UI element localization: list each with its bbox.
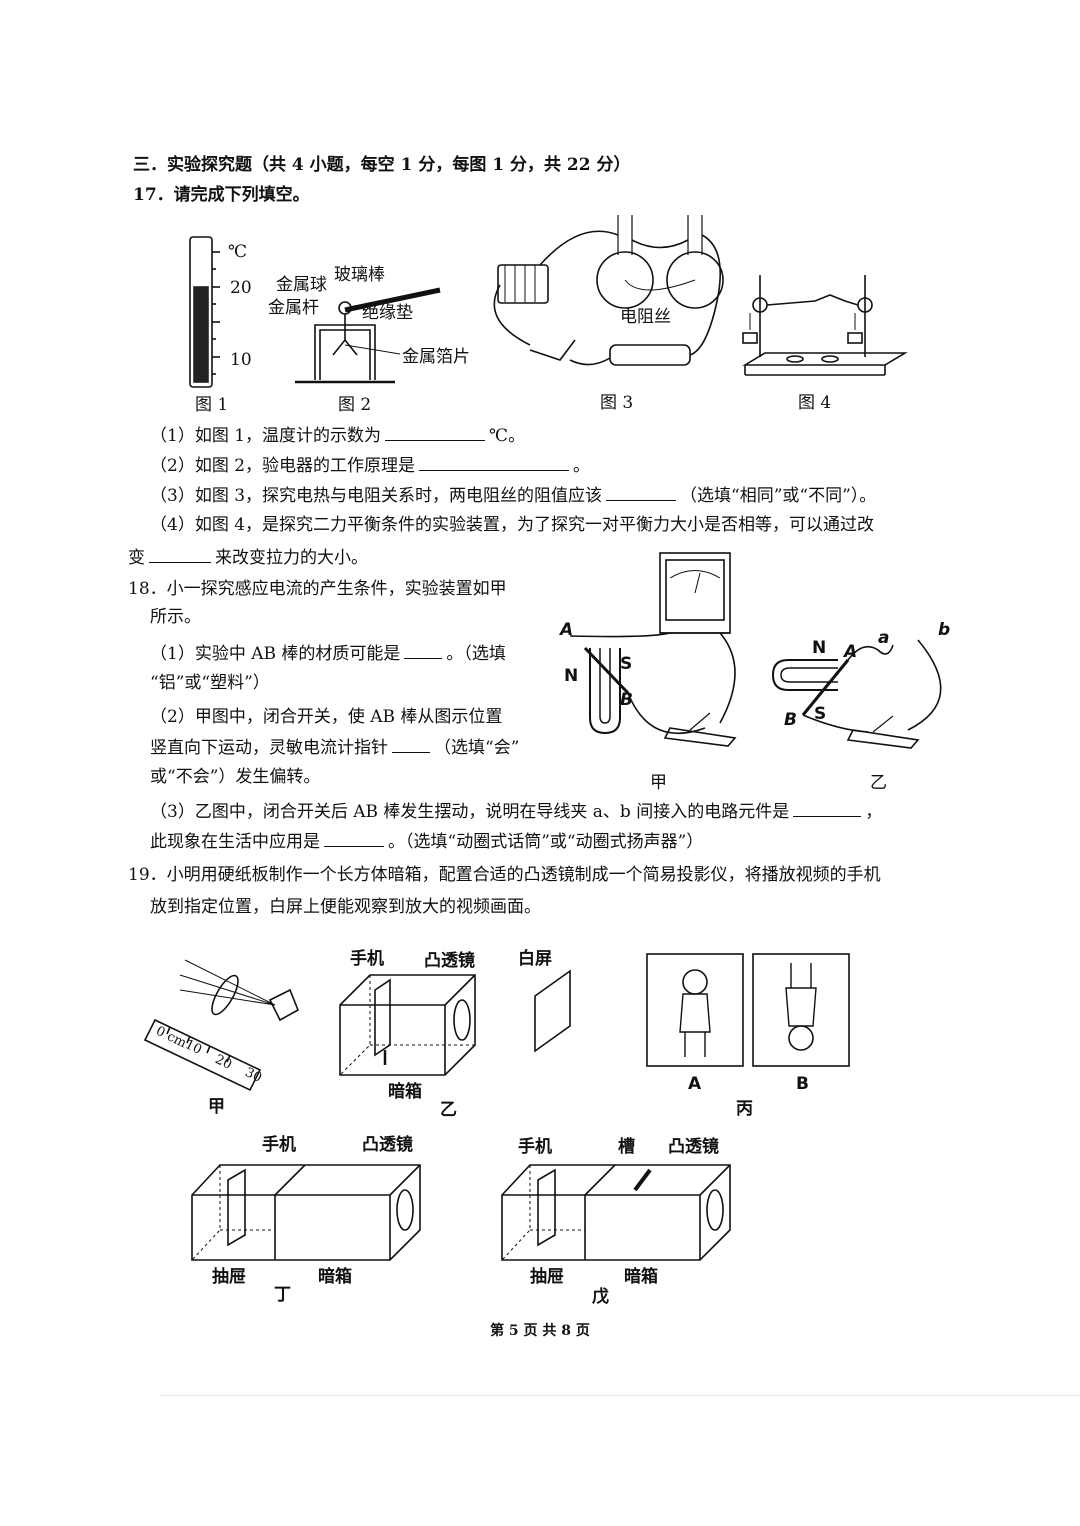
fig19-wu-slot: 槽	[618, 1137, 635, 1157]
fig19-wu-phone: 手机	[518, 1137, 552, 1157]
fig3-caption: 图 3	[600, 393, 634, 413]
fig18-jia-N: N	[564, 666, 579, 686]
answer-blank[interactable]	[149, 546, 211, 563]
fig2-label-rod: 金属杆	[268, 298, 319, 318]
q17-sub3: （3）如图 3，探究电热与电阻关系时，两电阻丝的阻值应该（选填“相同”或“不同”…	[150, 484, 877, 506]
fig18-yi-A: A	[844, 642, 858, 662]
fig18-yi-B: B	[784, 710, 797, 730]
q19-line2: 放到指定位置，白屏上便能观察到放大的视频画面。	[150, 897, 541, 917]
answer-blank[interactable]	[793, 800, 862, 817]
q18-line6: 竖直向下运动，灵敏电流计指针（选填“会”	[150, 736, 520, 758]
fig19-ding-box: 暗箱	[318, 1267, 352, 1287]
page-footer: 第 5 页 共 8 页	[490, 1323, 590, 1339]
q18-line4: “铝”或“塑料”）	[150, 673, 270, 693]
fig19-bing-B: B	[796, 1074, 809, 1094]
fig3-label-resistor: 电阻丝	[620, 307, 671, 327]
answer-blank[interactable]	[385, 424, 486, 441]
answer-blank[interactable]	[606, 484, 677, 501]
answer-blank[interactable]	[324, 830, 384, 847]
fig1-unit: ℃	[228, 242, 248, 262]
fig19-wu-lens: 凸透镜	[668, 1137, 719, 1157]
fig1-tick-20: 20	[230, 278, 252, 298]
fig18-jia-caption: 甲	[650, 773, 667, 793]
fig2-caption: 图 2	[338, 395, 372, 415]
fig19-wu-box: 暗箱	[624, 1267, 658, 1287]
fig19-ding-lens: 凸透镜	[362, 1135, 413, 1155]
fig2-label-foil: 金属箔片	[402, 347, 470, 367]
divider	[160, 1395, 1080, 1396]
q17-sub1: （1）如图 1，温度计的示数为℃。	[150, 424, 526, 446]
fig19-ding-caption: 丁	[274, 1285, 291, 1305]
q18-line3: （1）实验中 AB 棒的材质可能是。（选填	[150, 642, 506, 664]
fig19-yi-lens: 凸透镜	[424, 951, 475, 971]
fig19-yi-phone: 手机	[350, 949, 384, 969]
q18-line2: 所示。	[150, 607, 201, 627]
fig2-label-insulator: 绝缘垫	[362, 303, 413, 323]
fig18-yi-a: a	[878, 628, 890, 648]
answer-blank[interactable]	[404, 642, 443, 659]
fig18-jia-S: S	[620, 654, 633, 674]
answer-blank[interactable]	[392, 736, 430, 753]
fig18-jia-A: A	[560, 620, 574, 640]
fig19-wu-drawer: 抽屉	[530, 1267, 564, 1287]
q18-line1: 18．小一探究感应电流的产生条件，实验装置如甲	[128, 579, 507, 599]
section-title: 三．实验探究题（共 4 小题，每空 1 分，每图 1 分，共 22 分）	[133, 155, 631, 175]
fig1-caption: 图 1	[195, 395, 229, 415]
fig19-yi-box: 暗箱	[388, 1082, 422, 1102]
fig19-bing-caption: 丙	[736, 1099, 753, 1119]
q17-title: 17．请完成下列填空。	[133, 185, 310, 205]
fig19-bing-A: A	[688, 1074, 702, 1094]
q17-sub2: （2）如图 2，验电器的工作原理是。	[150, 454, 591, 476]
screen-label: 白屏	[518, 949, 552, 969]
fig18-yi-b: b	[938, 620, 951, 640]
fig2-label-ball: 金属球	[276, 275, 327, 295]
q18-line8: （3）乙图中，闭合开关后 AB 棒发生摆动，说明在导线夹 a、b 间接入的电路元…	[150, 800, 883, 822]
answer-blank[interactable]	[419, 454, 570, 471]
q18-line9: 此现象在生活中应用是。（选填“动圈式话筒”或“动圈式扬声器”）	[150, 830, 704, 852]
q19-line1: 19．小明用硬纸板制作一个长方体暗箱，配置合适的凸透镜制成一个简易投影仪，将播放…	[128, 865, 881, 885]
q18-line5: （2）甲图中，闭合开关，使 AB 棒从图示位置	[150, 707, 503, 727]
q18-line7: 或“不会”）发生偏转。	[150, 767, 321, 787]
fig19-ding-phone: 手机	[262, 1135, 296, 1155]
fig18-yi-caption: 乙	[870, 773, 887, 793]
fig18-yi-S: S	[814, 704, 827, 724]
q17-sub4-line1: （4）如图 4，是探究二力平衡条件的实验装置，为了探究一对平衡力大小是否相等，可…	[150, 515, 875, 535]
fig18-jia-B: B	[620, 690, 633, 710]
fig4-caption: 图 4	[798, 393, 832, 413]
fig19-jia-caption: 甲	[208, 1097, 225, 1117]
q17-sub4-line2: 变来改变拉力的大小。	[128, 546, 368, 568]
fig19-wu-caption: 戊	[592, 1287, 609, 1307]
fig18-yi-N: N	[812, 638, 827, 658]
fig19-yi-caption: 乙	[440, 1100, 457, 1120]
fig2-label-glass-rod: 玻璃棒	[334, 265, 385, 285]
fig1-tick-10: 10	[230, 350, 252, 370]
fig19-ding-drawer: 抽屉	[212, 1267, 246, 1287]
